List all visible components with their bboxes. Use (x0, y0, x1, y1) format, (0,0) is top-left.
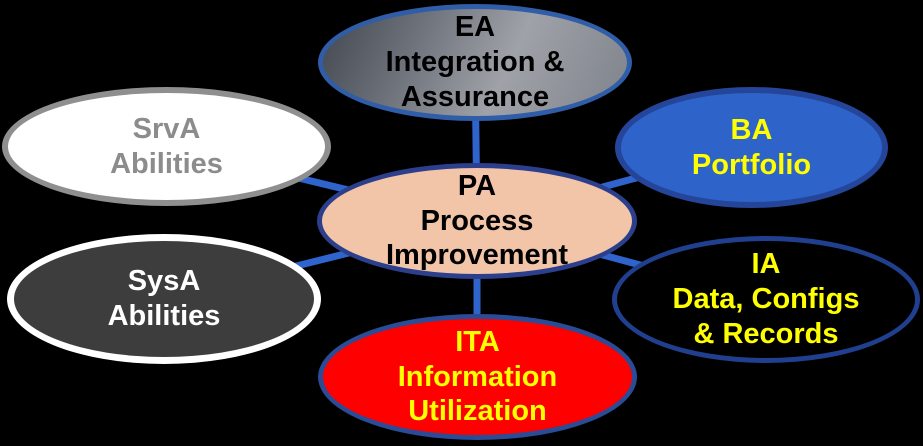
node-label-line: Process (420, 204, 534, 237)
node-ea-integration-assurance: EA Integration & Assurance (318, 4, 632, 121)
node-label-line: BA (730, 113, 773, 146)
node-label-line: PA (457, 169, 497, 202)
node-label-line: Data, Configs (672, 283, 860, 316)
node-label-line: Abilities (107, 300, 221, 332)
node-ita-information-utilization: ITA Information Utilization (318, 314, 637, 440)
node-srva-abilities: SrvA Abilities (2, 87, 331, 206)
node-label: BA Portfolio (692, 113, 811, 183)
node-label-line: Utilization (408, 395, 547, 428)
node-label: IA Data, Configs & Records (673, 247, 860, 351)
node-label: EA Integration & Assurance (386, 10, 565, 114)
node-label: PA Process Improvement (386, 169, 568, 273)
node-ba-portfolio: BA Portfolio (615, 87, 888, 208)
node-label-line: Integration & (385, 46, 565, 79)
node-label: ITA Information Utilization (398, 325, 558, 429)
node-pa-process-improvement: PA Process Improvement (317, 163, 637, 279)
node-label: SysA Abilities (108, 264, 221, 334)
node-label-line: SysA (127, 265, 201, 298)
node-label-line: SrvA (132, 112, 201, 145)
node-label-line: Assurance (400, 80, 550, 113)
node-label-line: Improvement (385, 239, 569, 272)
node-label-line: Abilities (110, 147, 223, 180)
node-label-line: ITA (455, 325, 500, 358)
node-label-line: EA (454, 11, 496, 44)
node-label-line: Information (397, 360, 558, 393)
node-label: SrvA Abilities (110, 112, 223, 182)
node-label-line: & Records (693, 317, 839, 350)
node-label-line: Portfolio (691, 148, 812, 181)
node-label-line: IA (751, 248, 781, 281)
node-sysa-abilities: SysA Abilities (7, 234, 321, 364)
node-ia-data-configs-records: IA Data, Configs & Records (612, 236, 920, 363)
